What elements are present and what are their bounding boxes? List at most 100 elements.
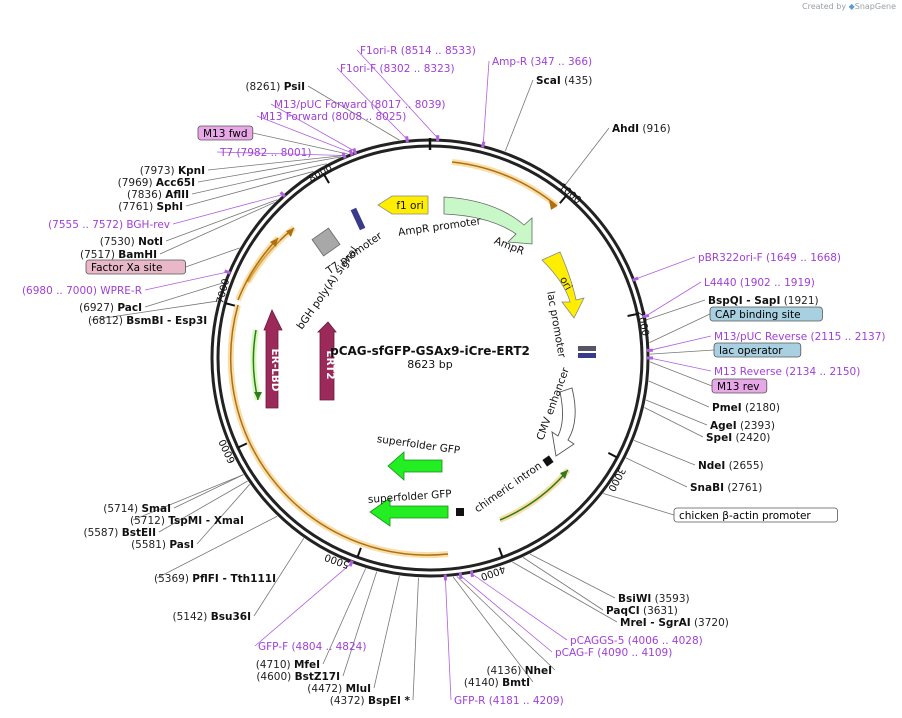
leader-line [270, 103, 355, 152]
tick-label: 8000 [307, 163, 335, 185]
leader-line [648, 380, 710, 408]
primer-marker [352, 147, 358, 155]
leader-line [529, 553, 616, 599]
plasmid-size: 8623 bp [407, 358, 452, 371]
label-text: AgeI (2393) [710, 420, 775, 432]
label-m13puc-fwd: M13/pUC Forward (8017 .. 8039) [274, 99, 446, 155]
label-m13-rev: M13 rev [711, 378, 768, 394]
primer-marker [348, 560, 354, 567]
label-text: lac operator [719, 345, 783, 357]
leader-line [625, 457, 688, 488]
leader-line [197, 156, 341, 183]
label-bamhi: (7517) BamHI [80, 249, 157, 261]
primer-marker [632, 276, 639, 282]
label-text: (5714) SmaI [103, 503, 171, 515]
label-acc65i: (7969) Acc65I [118, 177, 195, 189]
t7-promoter-block [350, 207, 366, 231]
label-text: AhdI (916) [612, 123, 671, 135]
label-pmei: PmeI (2180) [712, 402, 780, 414]
leader-line [646, 299, 706, 321]
label-ahdi: AhdI (916) [612, 123, 671, 135]
label-text: (5581) PasI [131, 539, 194, 551]
label-smai: (5714) SmaI [103, 503, 171, 515]
ampr-arrow [443, 196, 533, 245]
er-lbd-green-arrow-icon [254, 392, 262, 400]
label-amp-r: Amp-R (347 .. 366) [481, 56, 592, 148]
label-f1ori-f: F1ori-F (8302 .. 8323) [340, 63, 455, 143]
leader-line [645, 399, 708, 426]
label-box [709, 306, 823, 322]
tick-mark [559, 194, 568, 204]
label-pbr322ori-f: pBR322ori-F (1649 .. 1668) [632, 252, 841, 282]
primer-marker [341, 152, 347, 159]
label-bspei: (4372) BspEI * [330, 695, 411, 707]
label-text: (6812) BsmBI - Esp3I [88, 315, 207, 327]
label-l4440: L4440 (1902 .. 1919) [642, 277, 815, 319]
primer-marker [224, 269, 231, 275]
label-text: CAP binding site [715, 309, 801, 321]
primer-marker [279, 191, 286, 198]
sfgfp-marker [456, 508, 464, 516]
label-psii: (8261) PsiI [245, 81, 305, 93]
snapgene-credit: Created by ◆SnapGene [802, 2, 896, 11]
er-lbd-arrow [263, 309, 283, 409]
primer-marker [469, 570, 475, 578]
leader-line [456, 576, 556, 671]
lac-operator-block [578, 346, 596, 351]
label-text: (4372) BspEI * [330, 695, 411, 707]
label-m13puc-rev: M13/pUC Reverse (2115 .. 2137) [646, 331, 886, 352]
leader-line [649, 357, 712, 372]
er-lbd-label: ER-LBD [269, 348, 281, 391]
backbone-feature-arcs [227, 159, 571, 559]
leader-line [165, 199, 278, 242]
bgh-polya-block [311, 227, 341, 257]
label-text: (7973) KpnI [140, 165, 205, 177]
label-f1ori-r: F1ori-R (8514 .. 8533) [360, 45, 476, 142]
label-bgh-rev: (7555 .. 7572) BGH-rev [48, 191, 286, 231]
leader-line [254, 563, 352, 647]
ampr-promoter-label: AmpR promoter [397, 215, 482, 239]
label-m13-forward: M13 Forward (8008 .. 8025) [260, 111, 406, 156]
label-spei: SpeI (2420) [706, 432, 770, 444]
label-text: M13 fwd [203, 128, 248, 140]
label-text: (7836) AflII [127, 189, 189, 201]
upper-left-arc-2-arrow-icon [270, 238, 278, 247]
chimeric-intron-label: chimeric intron [472, 460, 544, 515]
leader-line [158, 480, 248, 533]
label-text: (4472) MluI [307, 683, 371, 695]
label-paqci: PaqCI (3631) [606, 605, 678, 617]
tick-mark [356, 547, 362, 558]
label-text: (8261) PsiI [245, 81, 305, 93]
label-ndei: NdeI (2655) [698, 460, 764, 472]
tick-mark [224, 302, 236, 307]
label-gfp-r: GFP-R (4181 .. 4209) [443, 574, 564, 707]
primer-marker [647, 356, 653, 360]
label-agei: AgeI (2393) [710, 420, 775, 432]
leader-line [252, 132, 348, 155]
leader-line [132, 474, 244, 521]
plasmid-name: pCAG-sfGFP-GSAx9-iCre-ERT2 [330, 344, 530, 358]
label-t7: T7 (7982 .. 8001) [219, 147, 347, 159]
leader-line [649, 313, 711, 344]
leader-line [342, 571, 378, 677]
label-cap-site: CAP binding site [709, 306, 823, 322]
leader-line [356, 49, 438, 139]
label-text: (5587) BstEII [83, 527, 156, 539]
leader-line [191, 163, 327, 195]
leader-line [645, 281, 702, 317]
leader-line [460, 575, 553, 653]
label-text: (7517) BamHI [80, 249, 157, 261]
leader-line [444, 577, 452, 701]
label-text: PaqCI (3631) [606, 605, 678, 617]
primer-marker [348, 149, 354, 156]
label-bsiwi: BsiWI (3593) [618, 593, 690, 605]
tick-mark [323, 173, 330, 184]
label-box [711, 378, 768, 394]
leader-line [159, 202, 275, 255]
leader-line [144, 271, 228, 291]
label-text: M13/pUC Forward (8017 .. 8039) [274, 99, 446, 111]
sfgfp-1-label: superfolder GFP [376, 433, 461, 457]
leader-line [322, 568, 367, 665]
primer-marker [646, 348, 653, 352]
